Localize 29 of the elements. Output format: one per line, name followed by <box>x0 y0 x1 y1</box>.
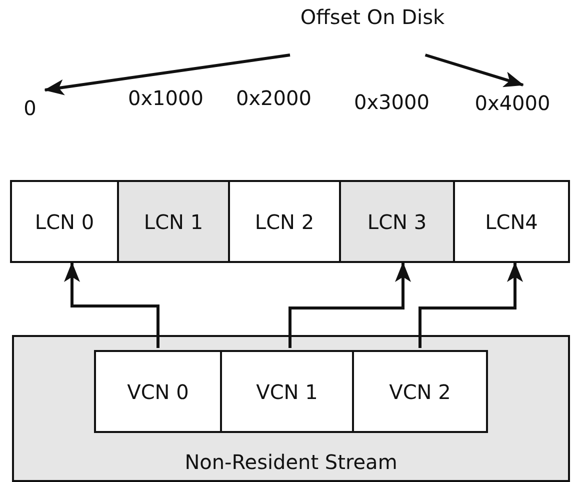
offset-label: 0 <box>24 96 36 120</box>
arrow <box>424 54 524 88</box>
arrow <box>288 262 411 348</box>
axis-title: Offset On Disk <box>300 5 445 29</box>
arrow <box>64 262 160 348</box>
offset-label: 0x2000 <box>236 86 312 110</box>
offset-label: 0x4000 <box>474 90 550 114</box>
arrow <box>44 54 290 96</box>
block-label: VCN 0 <box>127 380 189 404</box>
block-label: LCN 3 <box>367 210 427 234</box>
block-label: LCN4 <box>485 210 538 234</box>
block-label: VCN 2 <box>389 380 451 404</box>
block-box <box>220 350 354 433</box>
block-box <box>94 350 222 433</box>
stream-panel <box>12 335 570 482</box>
block-box <box>228 180 341 263</box>
block-box <box>339 180 455 263</box>
offset-label: 0x1000 <box>128 86 204 110</box>
block-box <box>10 180 119 263</box>
block-label: LCN 0 <box>34 210 94 234</box>
block-label: LCN 1 <box>144 210 204 234</box>
block-box <box>453 180 570 263</box>
arrow <box>418 262 523 348</box>
block-label: VCN 1 <box>256 380 318 404</box>
block-label: LCN 2 <box>254 210 314 234</box>
panel-label: Non-Resident Stream <box>184 450 398 474</box>
offset-label: 0x3000 <box>354 90 430 114</box>
block-box <box>352 350 488 433</box>
block-box <box>117 180 230 263</box>
